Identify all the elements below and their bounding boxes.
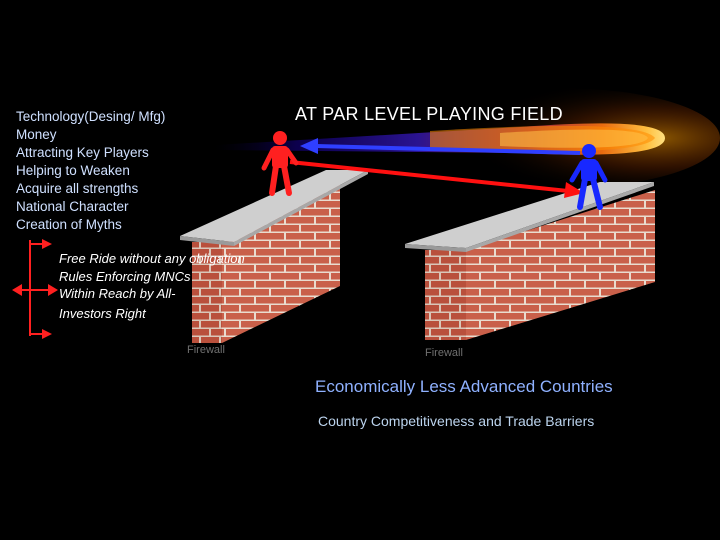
rule-item: Investors Right <box>59 305 146 321</box>
factor-item: Technology(Desing/ Mfg) <box>16 109 166 124</box>
factor-item: Helping to Weaken <box>16 163 130 178</box>
caption: Country Competitiveness and Trade Barrie… <box>318 413 595 429</box>
red-arrow <box>289 160 584 198</box>
factor-item: National Character <box>16 199 129 214</box>
level-playing-field-beam <box>215 88 720 188</box>
blue-person-icon <box>569 144 608 210</box>
firewall-label-left: Firewall <box>187 344 225 356</box>
firewall-label-right: Firewall <box>425 347 463 359</box>
factor-item: Acquire all strengths <box>16 181 139 196</box>
blue-arrow <box>300 138 581 155</box>
rules-list: Free Ride without any obligation Rules E… <box>59 250 245 322</box>
rule-item: Rules Enforcing MNCs <box>59 268 191 284</box>
page-title: AT PAR LEVEL PLAYING FIELD <box>295 104 563 124</box>
right-firewall-wall <box>405 182 655 340</box>
rule-item: Free Ride without any obligation <box>59 251 245 266</box>
rules-bracket-arrows <box>12 239 58 339</box>
factor-item: Attracting Key Players <box>16 145 149 160</box>
subtitle: Economically Less Advanced Countries <box>315 377 613 396</box>
factor-item: Money <box>16 127 57 142</box>
red-person-icon <box>261 131 299 196</box>
factor-item: Creation of Myths <box>16 217 122 232</box>
left-firewall-wall <box>180 170 368 343</box>
factors-list: Technology(Desing/ Mfg) Money Attracting… <box>16 108 165 234</box>
rule-item: Within Reach by All- <box>59 286 176 301</box>
